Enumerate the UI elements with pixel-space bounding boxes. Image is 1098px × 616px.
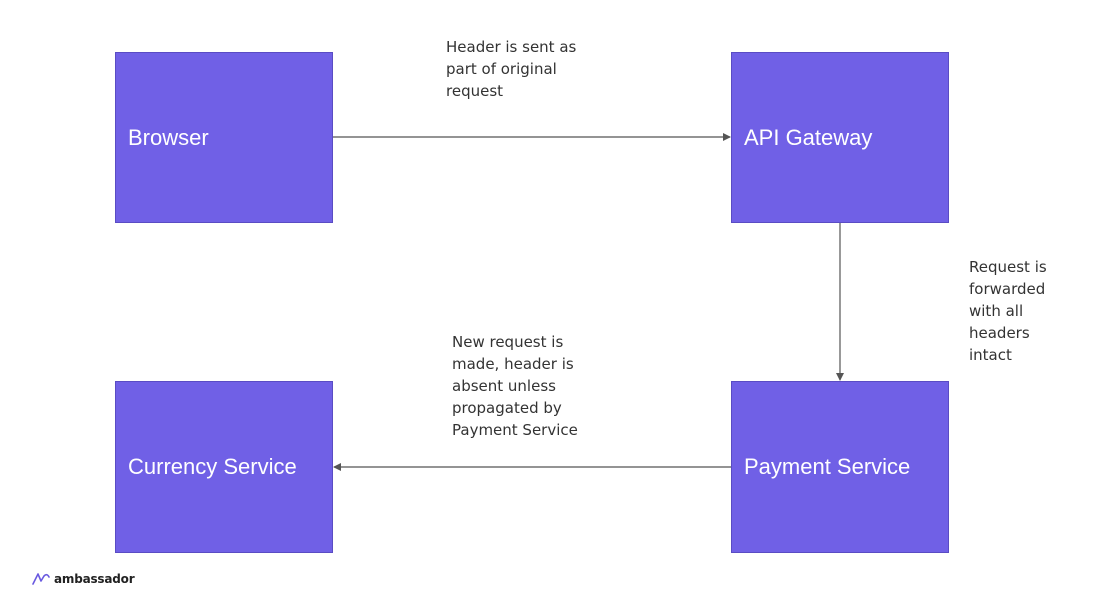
ambassador-logo: ambassador <box>32 572 135 586</box>
header-sent-annotation: Header is sent as part of original reque… <box>446 38 577 100</box>
currency-service-label: Currency Service <box>128 454 297 479</box>
payment-service-label: Payment Service <box>744 454 911 479</box>
browser-label: Browser <box>128 124 209 150</box>
payment-service-node: Payment Service <box>731 381 949 553</box>
api-gateway-node: API Gateway <box>731 52 949 223</box>
ambassador-logo-icon <box>32 573 50 585</box>
browser-node: Browser <box>115 52 333 223</box>
new-request-annotation: New request is made, header is absent un… <box>452 333 578 439</box>
api-gateway-label: API Gateway <box>744 124 873 150</box>
brand-name: ambassador <box>54 572 135 586</box>
request-forwarded-annotation: Request is forwarded with all headers in… <box>969 258 1047 364</box>
currency-service-node: Currency Service <box>115 381 333 553</box>
